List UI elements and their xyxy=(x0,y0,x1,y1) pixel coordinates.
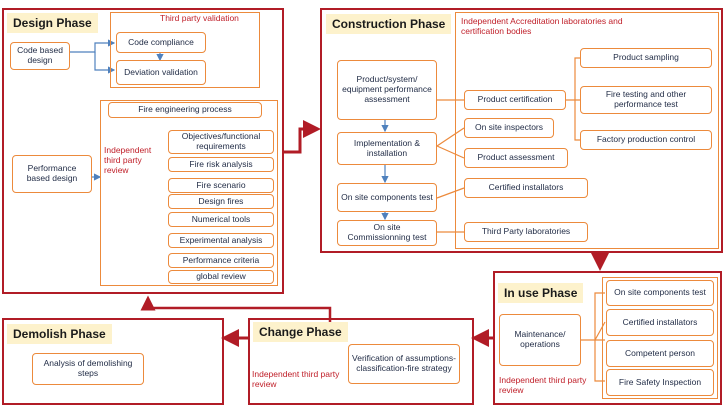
flow-change-to-design xyxy=(140,295,332,322)
construction-phase-title: Construction Phase xyxy=(326,14,452,34)
on-site-inspectors-box: On site inspectors xyxy=(464,118,554,138)
product-assessment-box: Product assessment xyxy=(464,148,568,168)
in-use-item-components-test: On site components test xyxy=(606,280,714,306)
fire-testing-box: Fire testing and other performance test xyxy=(580,86,712,114)
third-party-validation-label: Third party validation xyxy=(160,13,239,23)
step-fire-scenario: Fire scenario xyxy=(168,178,274,193)
link-certification-branches xyxy=(566,57,580,141)
construction-phase xyxy=(320,8,723,253)
change-phase xyxy=(248,318,474,405)
product-certification-box: Product certification xyxy=(464,90,566,110)
link-maintenance-items xyxy=(581,292,606,382)
change-phase-title: Change Phase xyxy=(253,322,348,342)
link-test-installators xyxy=(436,187,465,199)
in-use-phase xyxy=(493,271,722,405)
product-sampling-box: Product sampling xyxy=(580,48,712,68)
step-performance-criteria: Performance criteria xyxy=(168,253,274,268)
commissioning-test-box: On site Commissionning test xyxy=(337,220,437,246)
in-use-item-fire-safety-inspection: Fire Safety Inspection xyxy=(606,369,714,396)
step-experimental-analysis: Experimental analysis xyxy=(168,233,274,248)
accreditation-label: Independent Accreditation laboratories a… xyxy=(461,16,623,36)
factory-production-control-box: Factory production control xyxy=(580,130,712,150)
in-use-phase-title: In use Phase xyxy=(498,283,584,303)
step-design-fires: Design fires xyxy=(168,194,274,209)
arrow-code-design-to-deviation xyxy=(94,52,116,74)
independent-review-label-inuse: Independent third party review xyxy=(499,375,587,395)
deviation-validation-box: Deviation validation xyxy=(116,60,206,85)
in-use-item-competent-person: Competent person xyxy=(606,340,714,367)
fire-engineering-frame xyxy=(100,100,278,286)
maintenance-box: Maintenance/ operations xyxy=(499,314,581,366)
in-use-items-frame xyxy=(602,277,718,399)
step-numerical-tools: Numerical tools xyxy=(168,212,274,227)
flow-design-to-construction xyxy=(282,120,321,154)
third-party-validation-frame xyxy=(110,12,260,88)
link-implementation-assessment xyxy=(436,145,465,159)
third-party-laboratories-box: Third Party laboratories xyxy=(464,222,588,242)
certified-installators-box: Certified installators xyxy=(464,178,588,198)
step-objectives: Objectives/functional requirements xyxy=(168,130,274,154)
link-implementation-inspectors xyxy=(436,127,465,147)
arrow-code-design-to-compliance xyxy=(70,39,116,53)
performance-based-design-box: Performance based design xyxy=(12,155,92,193)
independent-review-label-change: Independent third party review xyxy=(252,369,340,389)
accreditation-frame xyxy=(455,12,719,249)
step-fire-risk-analysis: Fire risk analysis xyxy=(168,157,274,172)
design-phase-title: Design Phase xyxy=(7,13,98,33)
fire-engineering-process-box: Fire engineering process xyxy=(108,102,262,118)
demolishing-analysis-box: Analysis of demolishing steps xyxy=(32,353,144,385)
components-test-box: On site components test xyxy=(337,183,437,212)
independent-review-label-design: Independent third party review xyxy=(104,145,152,175)
step-global-review: global review xyxy=(168,270,274,284)
implementation-box: Implementation & installation xyxy=(337,132,437,165)
in-use-item-certified-installators: Certified installators xyxy=(606,309,714,336)
code-compliance-box: Code compliance xyxy=(116,32,206,53)
verification-box: Verification of assumptions-classificati… xyxy=(348,344,460,384)
code-based-design-box: Code based design xyxy=(10,42,70,70)
design-phase xyxy=(2,8,284,294)
demolish-phase-title: Demolish Phase xyxy=(7,324,112,344)
performance-assessment-box: Product/system/ equipment performance as… xyxy=(337,60,437,120)
demolish-phase xyxy=(2,318,224,405)
